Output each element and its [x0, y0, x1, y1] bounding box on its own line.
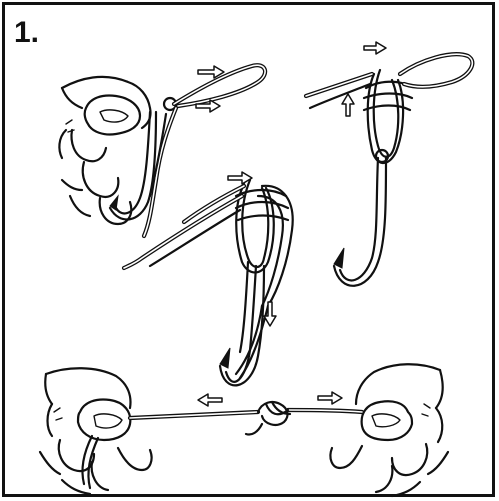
panel-hold-and-loop	[59, 65, 265, 236]
hand-left-bottom	[40, 368, 152, 494]
hand-left-top	[59, 77, 150, 224]
arrow-right-icon	[318, 392, 342, 404]
arrow-right-icon	[364, 42, 386, 54]
panel-pass-through-loop	[124, 172, 293, 385]
line-tag-panel-3	[124, 186, 244, 268]
panel-pull-tight	[40, 364, 448, 496]
line-tightened	[82, 402, 362, 488]
arrow-left-icon	[198, 394, 222, 406]
arrow-up-icon	[342, 94, 354, 116]
panel-wrap-turns	[306, 42, 472, 286]
hook-panel-3	[220, 180, 293, 385]
hand-right-bottom	[330, 364, 448, 496]
